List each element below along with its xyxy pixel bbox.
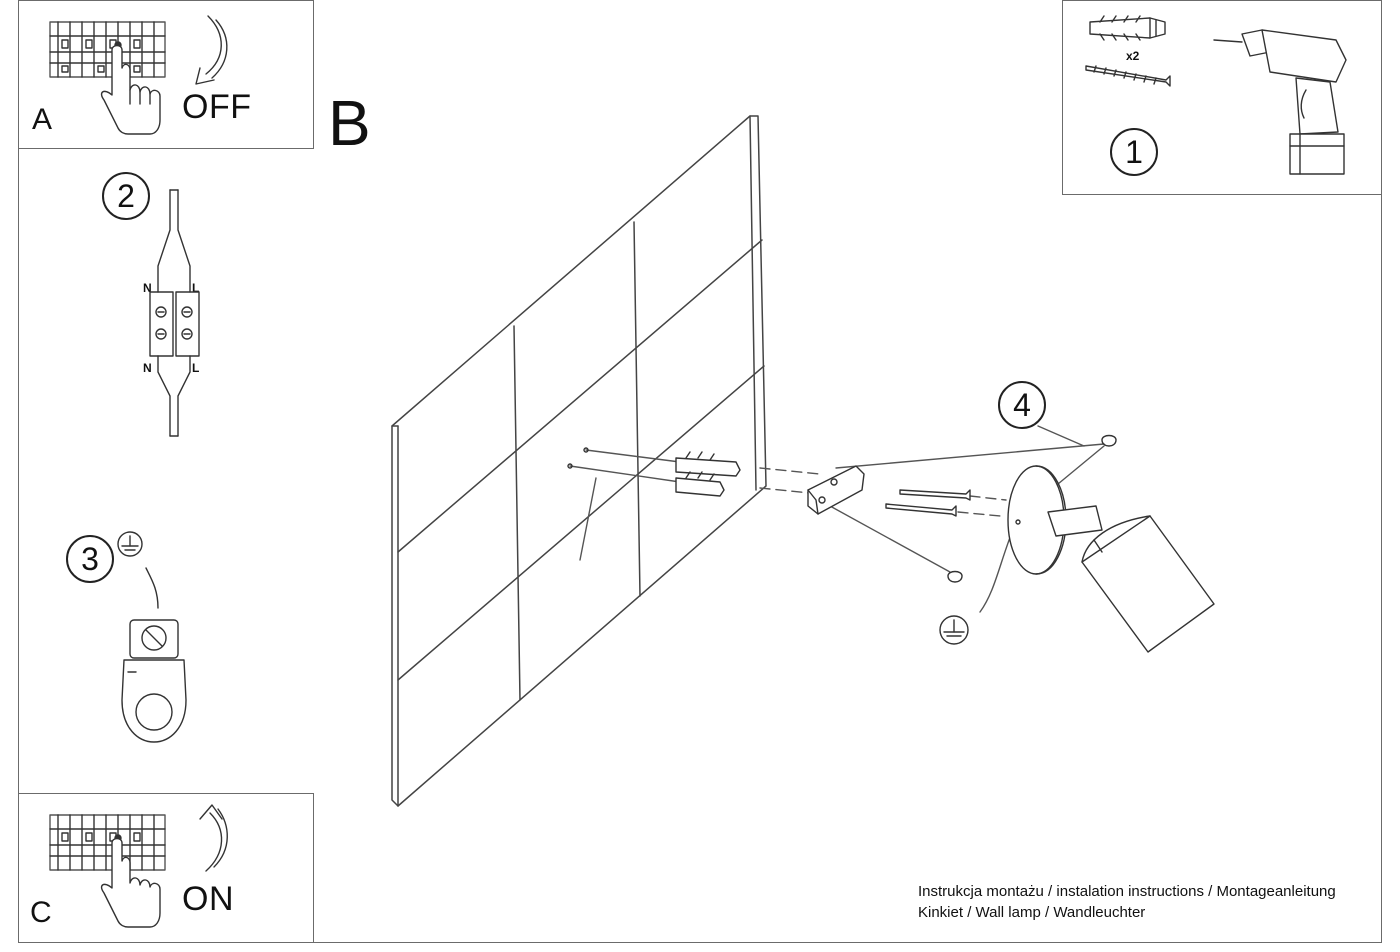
screw-icon (1085, 65, 1171, 87)
wall-plug-icon-assembly (567, 447, 741, 497)
ground-symbol-icon (117, 531, 143, 557)
footer-line-2: Kinkiet / Wall lamp / Wandleuchter (918, 904, 1146, 921)
breaker-panel-icon-c (49, 804, 228, 928)
panel-a-letter: A (32, 103, 53, 136)
step-2-label-l-bottom: L (192, 361, 200, 375)
panel-c-action: ON (182, 880, 234, 918)
wall-lamp-icon (1007, 465, 1215, 653)
assembly-lines (569, 425, 1105, 613)
drill-icon (1213, 29, 1347, 175)
ground-symbol-icon-assembly (939, 615, 969, 645)
hand-icon (100, 44, 161, 135)
screw-icon-assembly (885, 434, 1117, 583)
step-2-label-l-top: L (192, 281, 200, 295)
mounting-bracket-icon (807, 465, 865, 515)
breaker-panel-icon (49, 21, 166, 78)
wall-tiles (391, 115, 767, 807)
panel-a-action: OFF (182, 88, 252, 126)
panel-c-letter: C (30, 896, 52, 929)
terminal-block-icon (149, 189, 200, 437)
step-1-quantity: x2 (1126, 49, 1140, 63)
ground-terminal-icon (121, 567, 187, 743)
curved-arrow-icon (195, 15, 228, 85)
step-4-circle: 4 (998, 381, 1046, 429)
step-3-circle: 3 (66, 535, 114, 583)
wall-plug-icon (1089, 15, 1166, 41)
page-border (18, 0, 1382, 943)
step-2-circle: 2 (102, 172, 150, 220)
panel-b-letter: B (328, 87, 371, 159)
footer-line-1: Instrukcja montażu / instalation instruc… (918, 883, 1336, 900)
step-2-label-n-top: N (143, 281, 152, 295)
step-2-label-n-bottom: N (143, 361, 152, 375)
step-1-tools-circle: 1 (1110, 128, 1158, 176)
